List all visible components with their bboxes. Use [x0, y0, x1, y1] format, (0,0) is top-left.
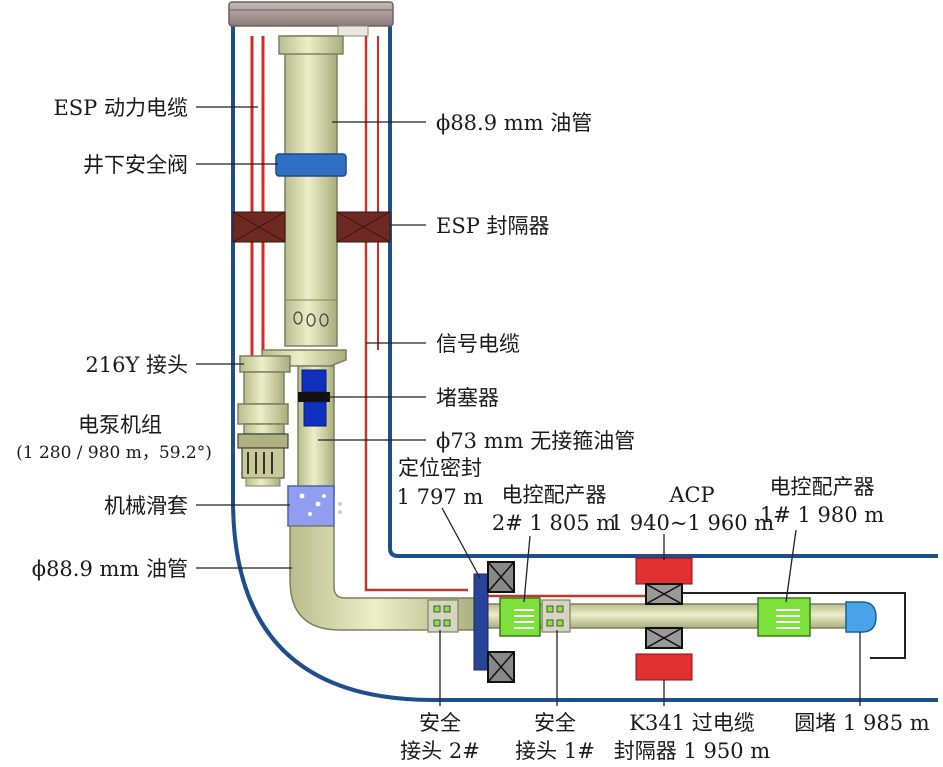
- label-safety-joint2-line1: 安全: [419, 711, 461, 735]
- label-ecd1-depth: 1# 1 980 m: [760, 503, 884, 527]
- seal-packer-elements: [487, 561, 515, 683]
- mechanical-sliding-sleeve: [287, 485, 342, 527]
- label-k341-line1: K341 过电缆: [629, 711, 754, 735]
- casing: [231, 22, 938, 702]
- safety-joint-2: [427, 599, 459, 633]
- acp-k341-packer: [635, 557, 693, 681]
- label-locator-seal-title: 定位密封: [398, 456, 482, 480]
- y-joint: [239, 349, 347, 373]
- label-tubing-lower: ϕ88.9 mm 油管: [32, 557, 188, 581]
- label-esp-cable: ESP 动力电缆: [53, 96, 188, 120]
- ecd-1: [757, 597, 811, 637]
- locator-seal: [473, 573, 489, 671]
- label-ecd2-depth: 2# 1 805 m: [492, 511, 616, 535]
- label-ecd1-title: 电控配产器: [770, 475, 875, 499]
- label-acp-depth: 1 940~1 960 m: [610, 511, 775, 535]
- label-tubing-73: ϕ73 mm 无接箍油管: [436, 429, 635, 453]
- label-safety-joint2-line2: 接头 2#: [400, 739, 480, 763]
- safety-joint-1: [541, 599, 571, 633]
- label-216y-joint: 216Y 接头: [85, 353, 188, 377]
- label-k341-line2: 封隔器 1 950 m: [614, 739, 770, 763]
- label-tubing-upper: ϕ88.9 mm 油管: [436, 111, 592, 135]
- label-plug: 堵塞器: [436, 386, 499, 410]
- upper-tubing: [278, 35, 344, 347]
- label-safety-joint1-line2: 接头 1#: [515, 739, 595, 763]
- wellhead: [228, 1, 394, 37]
- ecd-2: [499, 597, 541, 637]
- esp-power-cable: [250, 36, 265, 360]
- safety-valve: [275, 153, 347, 177]
- label-safety-joint1-line1: 安全: [534, 711, 576, 735]
- label-locator-seal-depth: 1 797 m: [397, 485, 484, 509]
- labels: ESP 动力电缆 井下安全阀 216Y 接头 电泵机组 (1 280 / 980…: [16, 96, 930, 763]
- plug-device: [298, 369, 330, 427]
- label-mech-sleeve: 机械滑套: [104, 494, 188, 518]
- label-ecd2-title: 电控配产器: [502, 483, 607, 507]
- label-signal-cable: 信号电缆: [436, 332, 520, 356]
- end-plug: [845, 601, 877, 633]
- label-pump-unit-detail: (1 280 / 980 m，59.2°): [16, 443, 212, 463]
- esp-packer: [232, 211, 391, 243]
- esp-pump-unit: [237, 371, 289, 487]
- label-pump-unit-title: 电泵机组: [78, 413, 162, 437]
- label-safety-valve: 井下安全阀: [83, 153, 188, 177]
- label-end-plug: 圆堵 1 985 m: [794, 711, 929, 735]
- label-esp-packer: ESP 封隔器: [436, 214, 550, 238]
- label-acp-title: ACP: [668, 483, 714, 507]
- leader-lines: [196, 106, 861, 706]
